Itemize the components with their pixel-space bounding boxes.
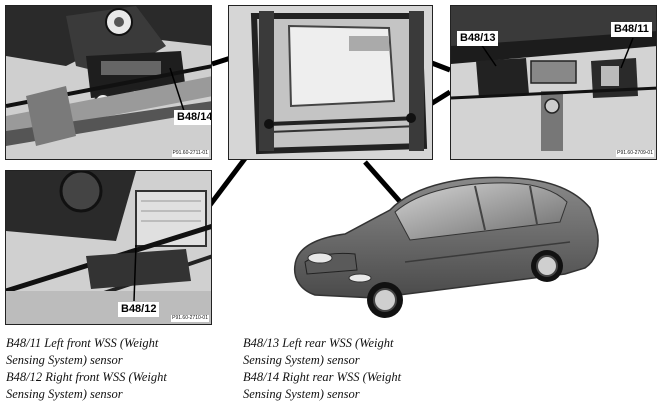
legend-line: Sensing System) sensor: [6, 353, 123, 367]
front-rail-illustration: [6, 171, 211, 324]
legend-line: B48/11 Left front WSS (Weight: [6, 336, 159, 350]
photo-panel-right-rear-sensor: B48/14 P91.60-2711-01: [5, 5, 212, 160]
legend-column-2: B48/13 Left rear WSS (Weight Sensing Sys…: [243, 335, 401, 403]
callout-b48-14: B48/14: [174, 110, 211, 125]
photo-code: P91.60-2711-01: [171, 150, 209, 157]
seat-frame-illustration: [229, 6, 432, 159]
callout-b48-13: B48/13: [457, 31, 499, 46]
photo-panel-left-sensors: B48/13 B48/11 P91.60-2709-01: [450, 5, 657, 160]
photo-panel-right-front-sensor: B48/12 P91.60-2710-01: [5, 170, 212, 325]
legend-line: B48/12 Right front WSS (Weight: [6, 370, 167, 384]
legend-line: Sensing System) sensor: [243, 387, 360, 401]
legend-line: B48/13 Left rear WSS (Weight: [243, 336, 394, 350]
legend-line: Sensing System) sensor: [243, 353, 360, 367]
callout-b48-11: B48/11: [611, 22, 652, 37]
legend-line: B48/14 Right rear WSS (Weight: [243, 370, 402, 384]
photo-panel-seat-frame: [228, 5, 433, 160]
legend-column-1: B48/11 Left front WSS (Weight Sensing Sy…: [6, 335, 167, 403]
callout-b48-12: B48/12: [118, 302, 160, 317]
legend-line: Sensing System) sensor: [6, 387, 123, 401]
photo-code: P91.60-2709-01: [616, 150, 654, 157]
seat-rail-illustration: [6, 6, 211, 159]
vehicle-illustration: [293, 176, 599, 318]
photo-code: P91.60-2710-01: [171, 315, 209, 322]
